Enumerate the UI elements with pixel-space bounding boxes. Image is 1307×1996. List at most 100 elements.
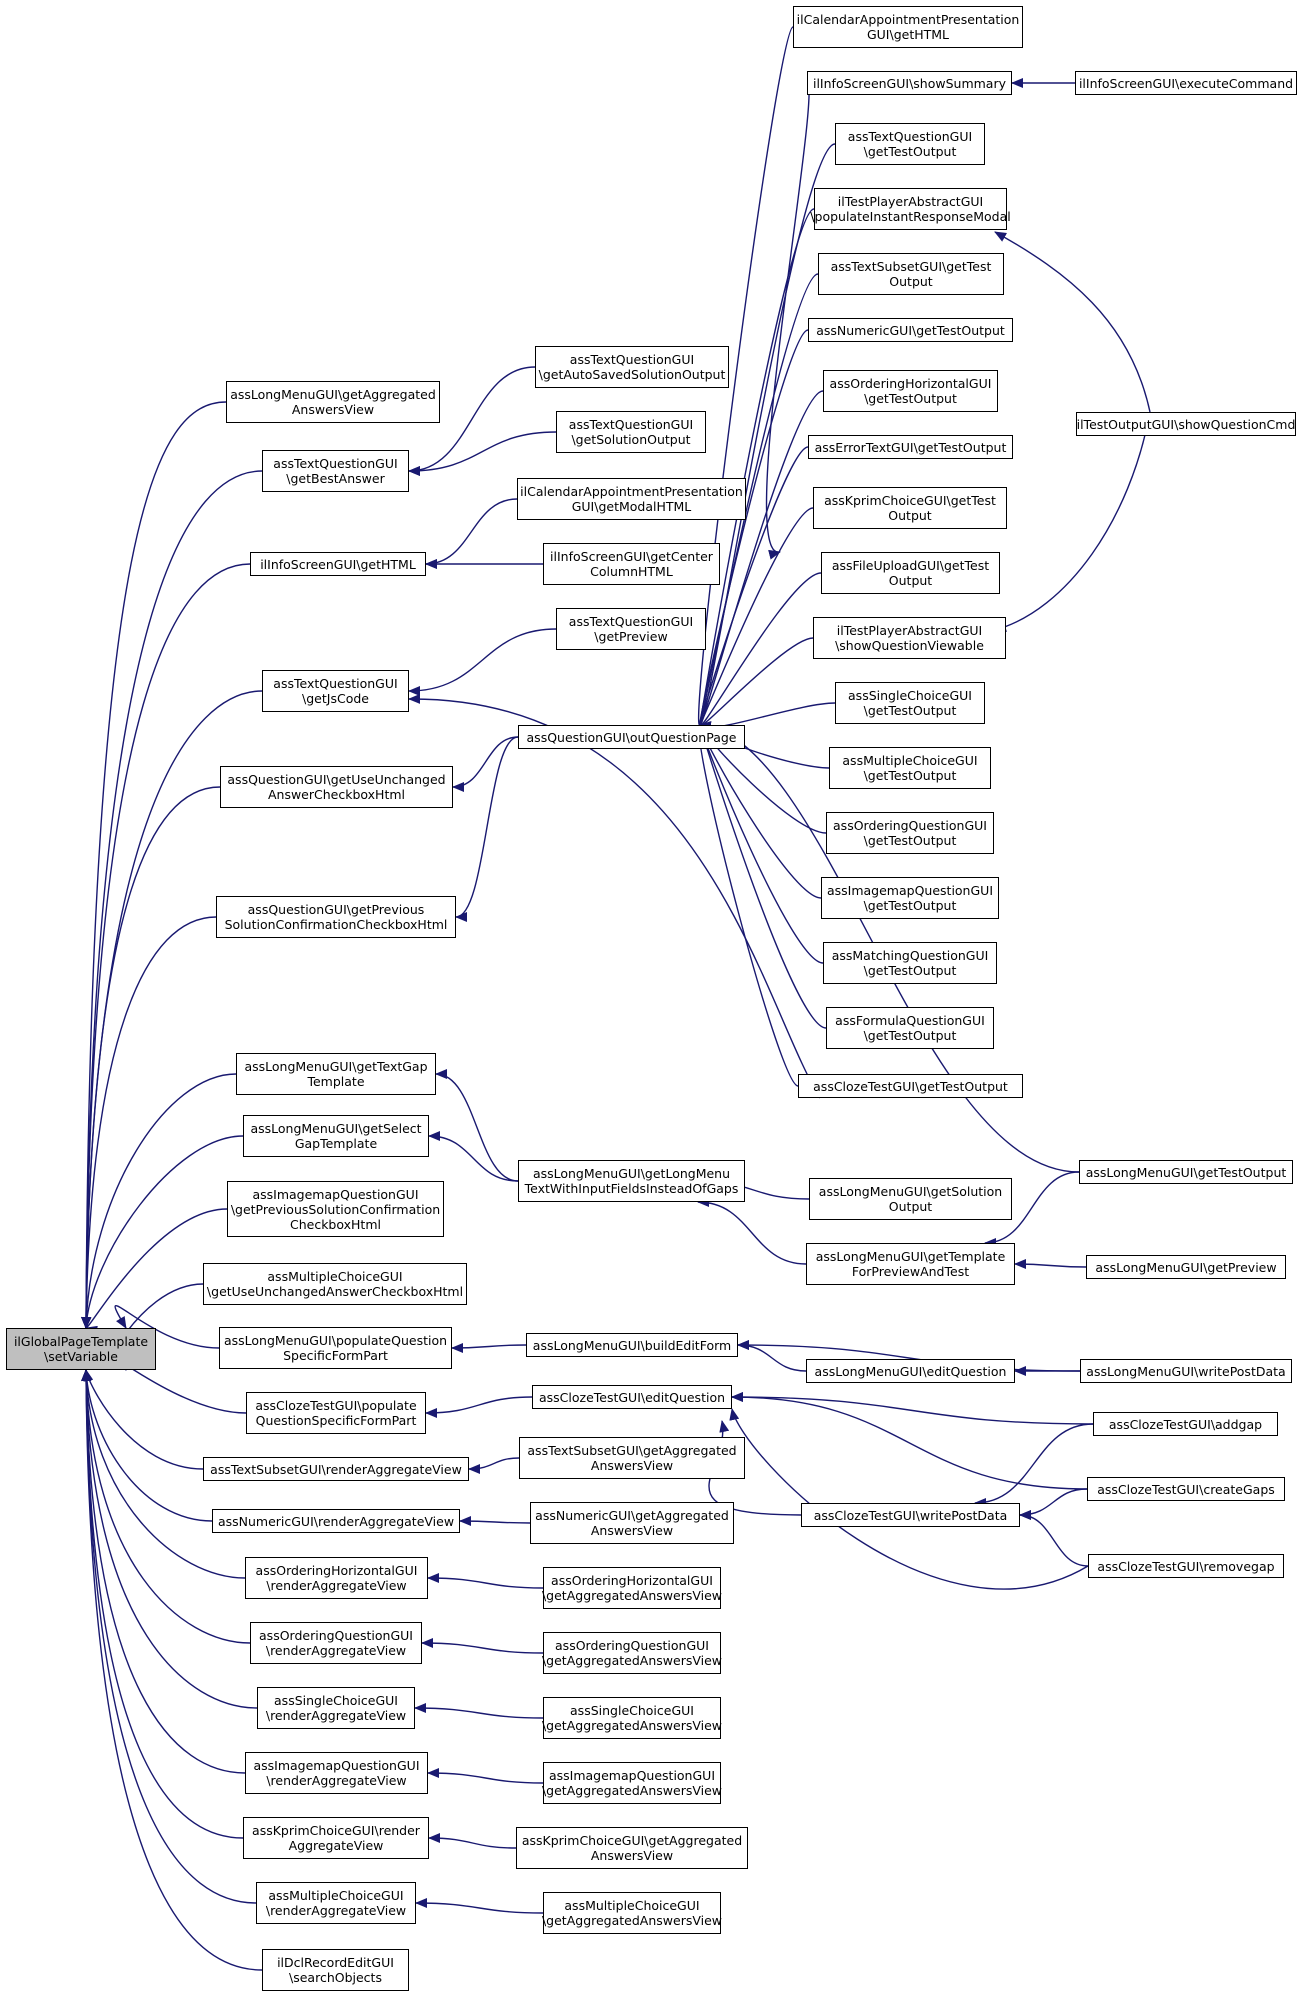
node-q-unchanged[interactable]: assQuestionGUI\getUseUnchanged AnswerChe… bbox=[220, 766, 453, 808]
node-sc-agg[interactable]: assSingleChoiceGUI \getAggregatedAnswers… bbox=[542, 1697, 722, 1739]
call-edge bbox=[690, 446, 809, 738]
node-ts-render[interactable]: assTextSubsetGUI\renderAggregateView bbox=[203, 1457, 469, 1481]
node-lm-editq[interactable]: assLongMenuGUI\editQuestion bbox=[806, 1359, 1015, 1383]
node-lm-populate[interactable]: assLongMenuGUI\populateQuestion Specific… bbox=[219, 1327, 452, 1369]
node-lm-selectgap[interactable]: assLongMenuGUI\getSelect GapTemplate bbox=[243, 1115, 429, 1157]
node-q-prevsol[interactable]: assQuestionGUI\getPrevious SolutionConfi… bbox=[216, 896, 456, 938]
node-tq-solution[interactable]: assTextQuestionGUI \getSolutionOutput bbox=[556, 411, 706, 453]
node-ct-creategaps[interactable]: assClozeTestGUI\createGaps bbox=[1087, 1477, 1285, 1501]
node-ct-populate[interactable]: assClozeTestGUI\populate QuestionSpecifi… bbox=[246, 1392, 426, 1434]
node-lm-buildedit[interactable]: assLongMenuGUI\buildEditForm bbox=[526, 1333, 738, 1357]
node-mc-agg[interactable]: assMultipleChoiceGUI \getAggregatedAnswe… bbox=[542, 1892, 722, 1934]
call-edge bbox=[81, 1369, 257, 1904]
node-mc-unchanged[interactable]: assMultipleChoiceGUI \getUseUnchangedAns… bbox=[203, 1263, 467, 1305]
node-im-prevsol[interactable]: assImagemapQuestionGUI \getPreviousSolut… bbox=[227, 1181, 444, 1237]
node-tp-instant[interactable]: ilTestPlayerAbstractGUI \populateInstant… bbox=[810, 188, 1011, 230]
node-tq-js[interactable]: assTextQuestionGUI \getJsCode bbox=[262, 670, 409, 712]
node-kp-render[interactable]: assKprimChoiceGUI\render AggregateView bbox=[243, 1817, 429, 1859]
node-oq-agg[interactable]: assOrderingQuestionGUI \getAggregatedAns… bbox=[542, 1632, 722, 1674]
call-edge bbox=[81, 1369, 258, 1709]
node-tq-best[interactable]: assTextQuestionGUI \getBestAnswer bbox=[262, 450, 409, 492]
call-edge bbox=[408, 366, 536, 476]
node-fu-testout[interactable]: assFileUploadGUI\getTest Output bbox=[821, 552, 1000, 594]
node-ts-agg[interactable]: assTextSubsetGUI\getAggregated AnswersVi… bbox=[519, 1437, 745, 1479]
call-edge bbox=[81, 1369, 263, 1971]
node-dcl-search[interactable]: ilDclRecordEditGUI \searchObjects bbox=[262, 1949, 409, 1991]
call-edge bbox=[114, 1305, 220, 1349]
node-lm-textgap[interactable]: assLongMenuGUI\getTextGap Template bbox=[236, 1053, 436, 1095]
node-ct-testout[interactable]: assClozeTestGUI\getTestOutput bbox=[798, 1074, 1023, 1098]
node-num-agg[interactable]: assNumericGUI\getAggregated AnswersView bbox=[530, 1502, 734, 1544]
node-tp-viewable[interactable]: ilTestPlayerAbstractGUI \showQuestionVie… bbox=[813, 617, 1006, 659]
node-num-render[interactable]: assNumericGUI\renderAggregateView bbox=[212, 1509, 460, 1533]
call-edges bbox=[81, 26, 1151, 1971]
node-im-agg[interactable]: assImagemapQuestionGUI \getAggregatedAns… bbox=[542, 1762, 722, 1804]
call-edge bbox=[428, 1833, 517, 1849]
node-kp-agg[interactable]: assKprimChoiceGUI\getAggregated AnswersV… bbox=[516, 1827, 748, 1869]
call-edge bbox=[81, 786, 221, 1329]
node-lm-preview[interactable]: assLongMenuGUI\getPreview bbox=[1086, 1255, 1286, 1279]
node-lm-solout[interactable]: assLongMenuGUI\getSolution Output bbox=[809, 1178, 1012, 1220]
node-oq-testout[interactable]: assOrderingQuestionGUI \getTestOutput bbox=[826, 812, 994, 854]
node-is-gethtml[interactable]: ilInfoScreenGUI\getHTML bbox=[250, 552, 426, 576]
node-im-render[interactable]: assImagemapQuestionGUI \renderAggregateV… bbox=[245, 1752, 428, 1794]
node-oq-render[interactable]: assOrderingQuestionGUI \renderAggregateV… bbox=[250, 1622, 422, 1664]
node-ct-edit[interactable]: assClozeTestGUI\editQuestion bbox=[532, 1385, 732, 1409]
call-edge bbox=[455, 736, 519, 922]
call-edge bbox=[421, 1638, 544, 1654]
node-et-testout[interactable]: assErrorTextGUI\getTestOutput bbox=[808, 435, 1013, 459]
call-edge bbox=[451, 1342, 527, 1353]
node-lm-tplprev[interactable]: assLongMenuGUI\getTemplate ForPreviewAnd… bbox=[806, 1243, 1015, 1285]
node-is-exec[interactable]: ilInfoScreenGUI\executeCommand bbox=[1075, 71, 1297, 95]
node-to-showq[interactable]: ilTestOutputGUI\showQuestionCmd bbox=[1076, 412, 1296, 436]
node-cal-modal[interactable]: ilCalendarAppointmentPresentation GUI\ge… bbox=[517, 478, 746, 520]
call-edge bbox=[692, 507, 814, 737]
call-edge bbox=[425, 1396, 533, 1418]
call-edge bbox=[81, 563, 251, 1329]
node-sc-render[interactable]: assSingleChoiceGUI \renderAggregateView bbox=[257, 1687, 415, 1729]
call-edge bbox=[699, 702, 836, 737]
node-tq-preview[interactable]: assTextQuestionGUI \getPreview bbox=[556, 608, 706, 650]
call-edge bbox=[81, 1369, 246, 1774]
node-root[interactable]: ilGlobalPageTemplate \setVariable bbox=[6, 1328, 156, 1370]
node-ct-addgap[interactable]: assClozeTestGUI\addgap bbox=[1093, 1412, 1278, 1436]
node-lm-testout[interactable]: assLongMenuGUI\getTestOutput bbox=[1079, 1160, 1293, 1184]
node-is-summary[interactable]: ilInfoScreenGUI\showSummary bbox=[807, 71, 1012, 95]
node-ct-writepost[interactable]: assClozeTestGUI\writePostData bbox=[801, 1503, 1020, 1527]
node-lm-longmenu[interactable]: assLongMenuGUI\getLongMenu TextWithInput… bbox=[518, 1160, 745, 1202]
node-num-testout[interactable]: assNumericGUI\getTestOutput bbox=[808, 318, 1013, 342]
node-lm-aggview[interactable]: assLongMenuGUI\getAggregated AnswersView bbox=[226, 381, 440, 423]
node-kp-testout[interactable]: assKprimChoiceGUI\getTest Output bbox=[813, 487, 1007, 529]
call-edge bbox=[994, 411, 1151, 632]
node-mc-render[interactable]: assMultipleChoiceGUI \renderAggregateVie… bbox=[256, 1882, 416, 1924]
node-oh-agg[interactable]: assOrderingHorizontalGUI \getAggregatedA… bbox=[542, 1567, 722, 1609]
call-edge bbox=[425, 498, 518, 569]
node-ct-removegap[interactable]: assClozeTestGUI\removegap bbox=[1088, 1554, 1284, 1578]
call-edge bbox=[83, 1369, 204, 1470]
node-sc-testout[interactable]: assSingleChoiceGUI \getTestOutput bbox=[835, 682, 985, 724]
node-lm-writepost[interactable]: assLongMenuGUI\writePostData bbox=[1080, 1359, 1292, 1383]
call-edge bbox=[459, 1516, 531, 1527]
node-im-testout[interactable]: assImagemapQuestionGUI \getTestOutput bbox=[821, 877, 999, 919]
node-tq-testout[interactable]: assTextQuestionGUI \getTestOutput bbox=[835, 123, 985, 165]
node-mq-testout[interactable]: assMatchingQuestionGUI \getTestOutput bbox=[823, 942, 997, 984]
node-mc-testout[interactable]: assMultipleChoiceGUI \getTestOutput bbox=[829, 747, 991, 789]
node-outq[interactable]: assQuestionGUI\outQuestionPage bbox=[518, 725, 745, 749]
call-edge bbox=[1019, 1488, 1088, 1520]
node-oh-testout[interactable]: assOrderingHorizontalGUI \getTestOutput bbox=[823, 370, 998, 412]
call-edge bbox=[415, 1898, 544, 1914]
node-is-center[interactable]: ilInfoScreenGUI\getCenter ColumnHTML bbox=[543, 543, 720, 585]
call-edge bbox=[1014, 1259, 1087, 1270]
node-cal-html[interactable]: ilCalendarAppointmentPresentation GUI\ge… bbox=[793, 6, 1023, 48]
call-edge bbox=[427, 1768, 544, 1784]
call-edge bbox=[1019, 1510, 1089, 1567]
node-oh-render[interactable]: assOrderingHorizontalGUI \renderAggregat… bbox=[245, 1557, 428, 1599]
call-edge bbox=[695, 724, 822, 899]
call-edge bbox=[452, 736, 519, 792]
call-edge bbox=[427, 1573, 544, 1589]
node-ts-testout[interactable]: assTextSubsetGUI\getTest Output bbox=[818, 253, 1004, 295]
node-tq-autosaved[interactable]: assTextQuestionGUI \getAutoSavedSolution… bbox=[535, 346, 729, 388]
call-edge bbox=[408, 693, 821, 1099]
node-fq-testout[interactable]: assFormulaQuestionGUI \getTestOutput bbox=[826, 1007, 994, 1049]
